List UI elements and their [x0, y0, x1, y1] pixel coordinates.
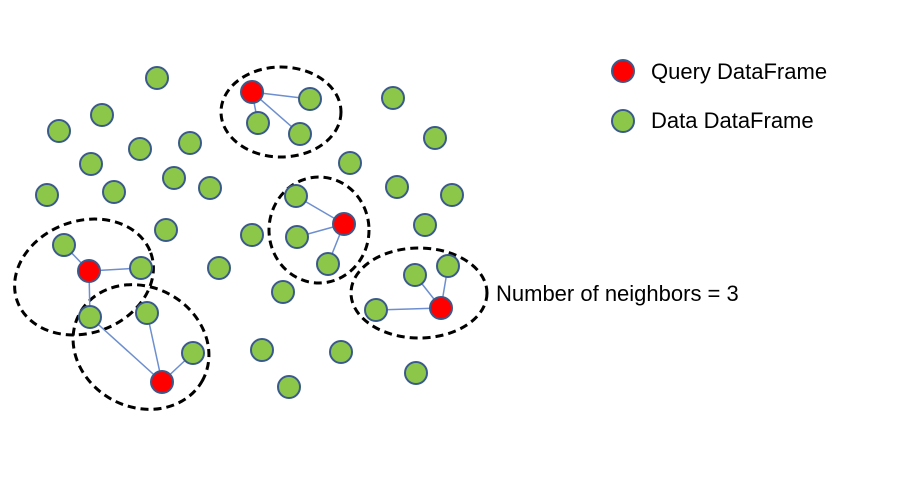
- data-point: [271, 280, 295, 304]
- neighbor-edge: [89, 316, 163, 383]
- data-point: [162, 166, 186, 190]
- cluster-outline: [219, 65, 343, 159]
- data-point: [423, 126, 447, 150]
- data-point: [129, 256, 153, 280]
- data-point: [102, 180, 126, 204]
- data-point: [178, 131, 202, 155]
- data-point: [128, 137, 152, 161]
- data-point: [403, 263, 427, 287]
- legend-query-marker: [611, 59, 635, 83]
- nodes: [35, 66, 464, 399]
- query-point: [150, 370, 174, 394]
- legend-data-label: Data DataFrame: [651, 108, 814, 133]
- data-point: [277, 375, 301, 399]
- legend: Query DataFrame Data DataFrame: [611, 59, 827, 133]
- data-point: [338, 151, 362, 175]
- data-point: [284, 184, 308, 208]
- legend-query-label: Query DataFrame: [651, 59, 827, 84]
- query-point: [77, 259, 101, 283]
- cluster-outline: [13, 217, 155, 337]
- data-point: [35, 183, 59, 207]
- query-point: [429, 296, 453, 320]
- data-point: [79, 152, 103, 176]
- data-point: [135, 301, 159, 325]
- data-point: [436, 254, 460, 278]
- cluster-outlines: [13, 65, 489, 411]
- data-point: [329, 340, 353, 364]
- data-point: [47, 119, 71, 143]
- data-point: [154, 218, 178, 242]
- data-point: [440, 183, 464, 207]
- data-point: [285, 225, 309, 249]
- query-point: [240, 80, 264, 104]
- neighbors-annotation: Number of neighbors = 3: [496, 281, 739, 306]
- data-point: [198, 176, 222, 200]
- data-point: [52, 233, 76, 257]
- data-point: [90, 103, 114, 127]
- data-point: [413, 213, 437, 237]
- data-point: [207, 256, 231, 280]
- data-point: [145, 66, 169, 90]
- legend-data-marker: [611, 109, 635, 133]
- data-point: [298, 87, 322, 111]
- data-point: [385, 175, 409, 199]
- data-point: [78, 305, 102, 329]
- data-point: [288, 122, 312, 146]
- cluster-outline: [267, 175, 371, 285]
- data-point: [404, 361, 428, 385]
- data-point: [364, 298, 388, 322]
- data-point: [246, 111, 270, 135]
- data-point: [381, 86, 405, 110]
- data-point: [316, 252, 340, 276]
- data-point: [250, 338, 274, 362]
- query-point: [332, 212, 356, 236]
- cluster-outline: [349, 246, 489, 340]
- data-point: [181, 341, 205, 365]
- cluster-outline: [71, 283, 211, 411]
- data-point: [240, 223, 264, 247]
